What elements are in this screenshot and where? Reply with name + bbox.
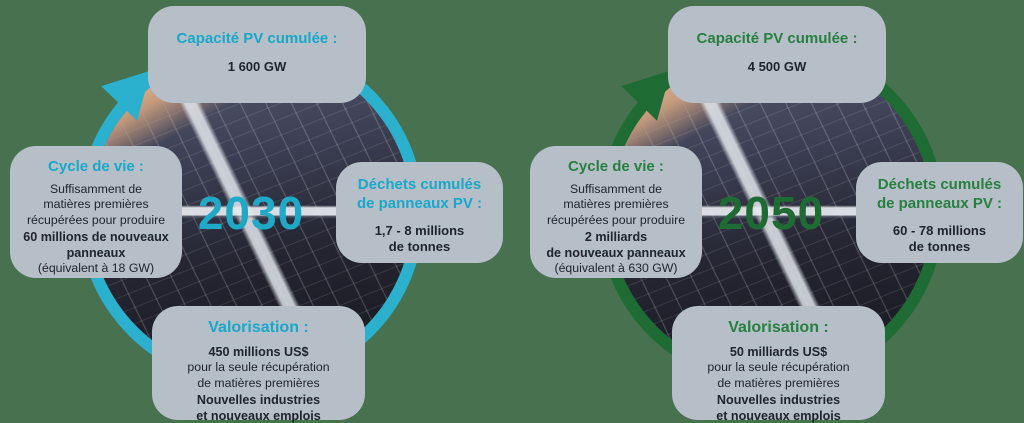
lifecycle-title: Cycle de vie : [48,158,144,175]
waste-box: Déchets cumulés de panneaux PV : 60 - 78… [856,162,1023,263]
lifecycle-box: Cycle de vie : Suffisamment de matières … [10,146,182,278]
year-label: 2030 [197,187,305,239]
valorization-title: Valorisation : [208,319,309,336]
waste-box: Déchets cumulés de panneaux PV : 1,7 - 8… [336,162,503,263]
lifecycle-highlight: 2 milliards de nouveaux panneaux [546,229,686,261]
valorization-box: Valorisation : 50 milliards US$ pour la … [672,306,885,423]
waste-value: 1,7 - 8 millions de tonnes [374,222,465,255]
capacity-title: Capacité PV cumulée : [696,30,858,47]
lifecycle-title: Cycle de vie : [568,158,664,175]
capacity-value: 4 500 GW [747,58,807,74]
valorization-title: Valorisation : [728,319,829,336]
valorization-highlight: Nouvelles industries et nouveaux emplois [196,392,321,423]
lifecycle-box: Cycle de vie : Suffisamment de matières … [530,146,702,278]
waste-title: Déchets cumulés de panneaux PV : [876,176,1003,212]
valorization-amount: 50 milliards US$ [729,345,828,359]
lifecycle-intro: Suffisamment de matières premières récup… [26,181,166,228]
lifecycle-note: (équivalent à 18 GW) [37,261,155,276]
capacity-box: Capacité PV cumulée : 1 600 GW [148,6,366,103]
capacity-title: Capacité PV cumulée : [176,30,338,47]
valorization-text: pour la seule récupération de matières p… [707,360,850,390]
waste-value: 60 - 78 millions de tonnes [892,222,987,255]
lifecycle-intro: Suffisamment de matières premières récup… [546,181,686,228]
diagram-2030: 2030 Capacité PV cumulée : 1 600 GW Cycl… [10,6,503,423]
lifecycle-note: (équivalent à 630 GW) [554,261,678,276]
valorization-amount: 450 millions US$ [208,345,309,359]
capacity-value: 1 600 GW [227,58,287,74]
valorization-highlight: Nouvelles industries et nouveaux emplois [716,392,841,423]
valorization-text: pour la seule récupération de matières p… [187,360,330,390]
lifecycle-highlight: 60 millions de nouveaux panneaux [23,229,169,261]
year-label: 2050 [717,187,825,239]
capacity-box: Capacité PV cumulée : 4 500 GW [668,6,886,103]
valorization-box: Valorisation : 450 millions US$ pour la … [152,306,365,423]
diagram-2050: 2050 Capacité PV cumulée : 4 500 GW Cycl… [520,0,1024,423]
waste-title: Déchets cumulés de panneaux PV : [356,176,483,212]
